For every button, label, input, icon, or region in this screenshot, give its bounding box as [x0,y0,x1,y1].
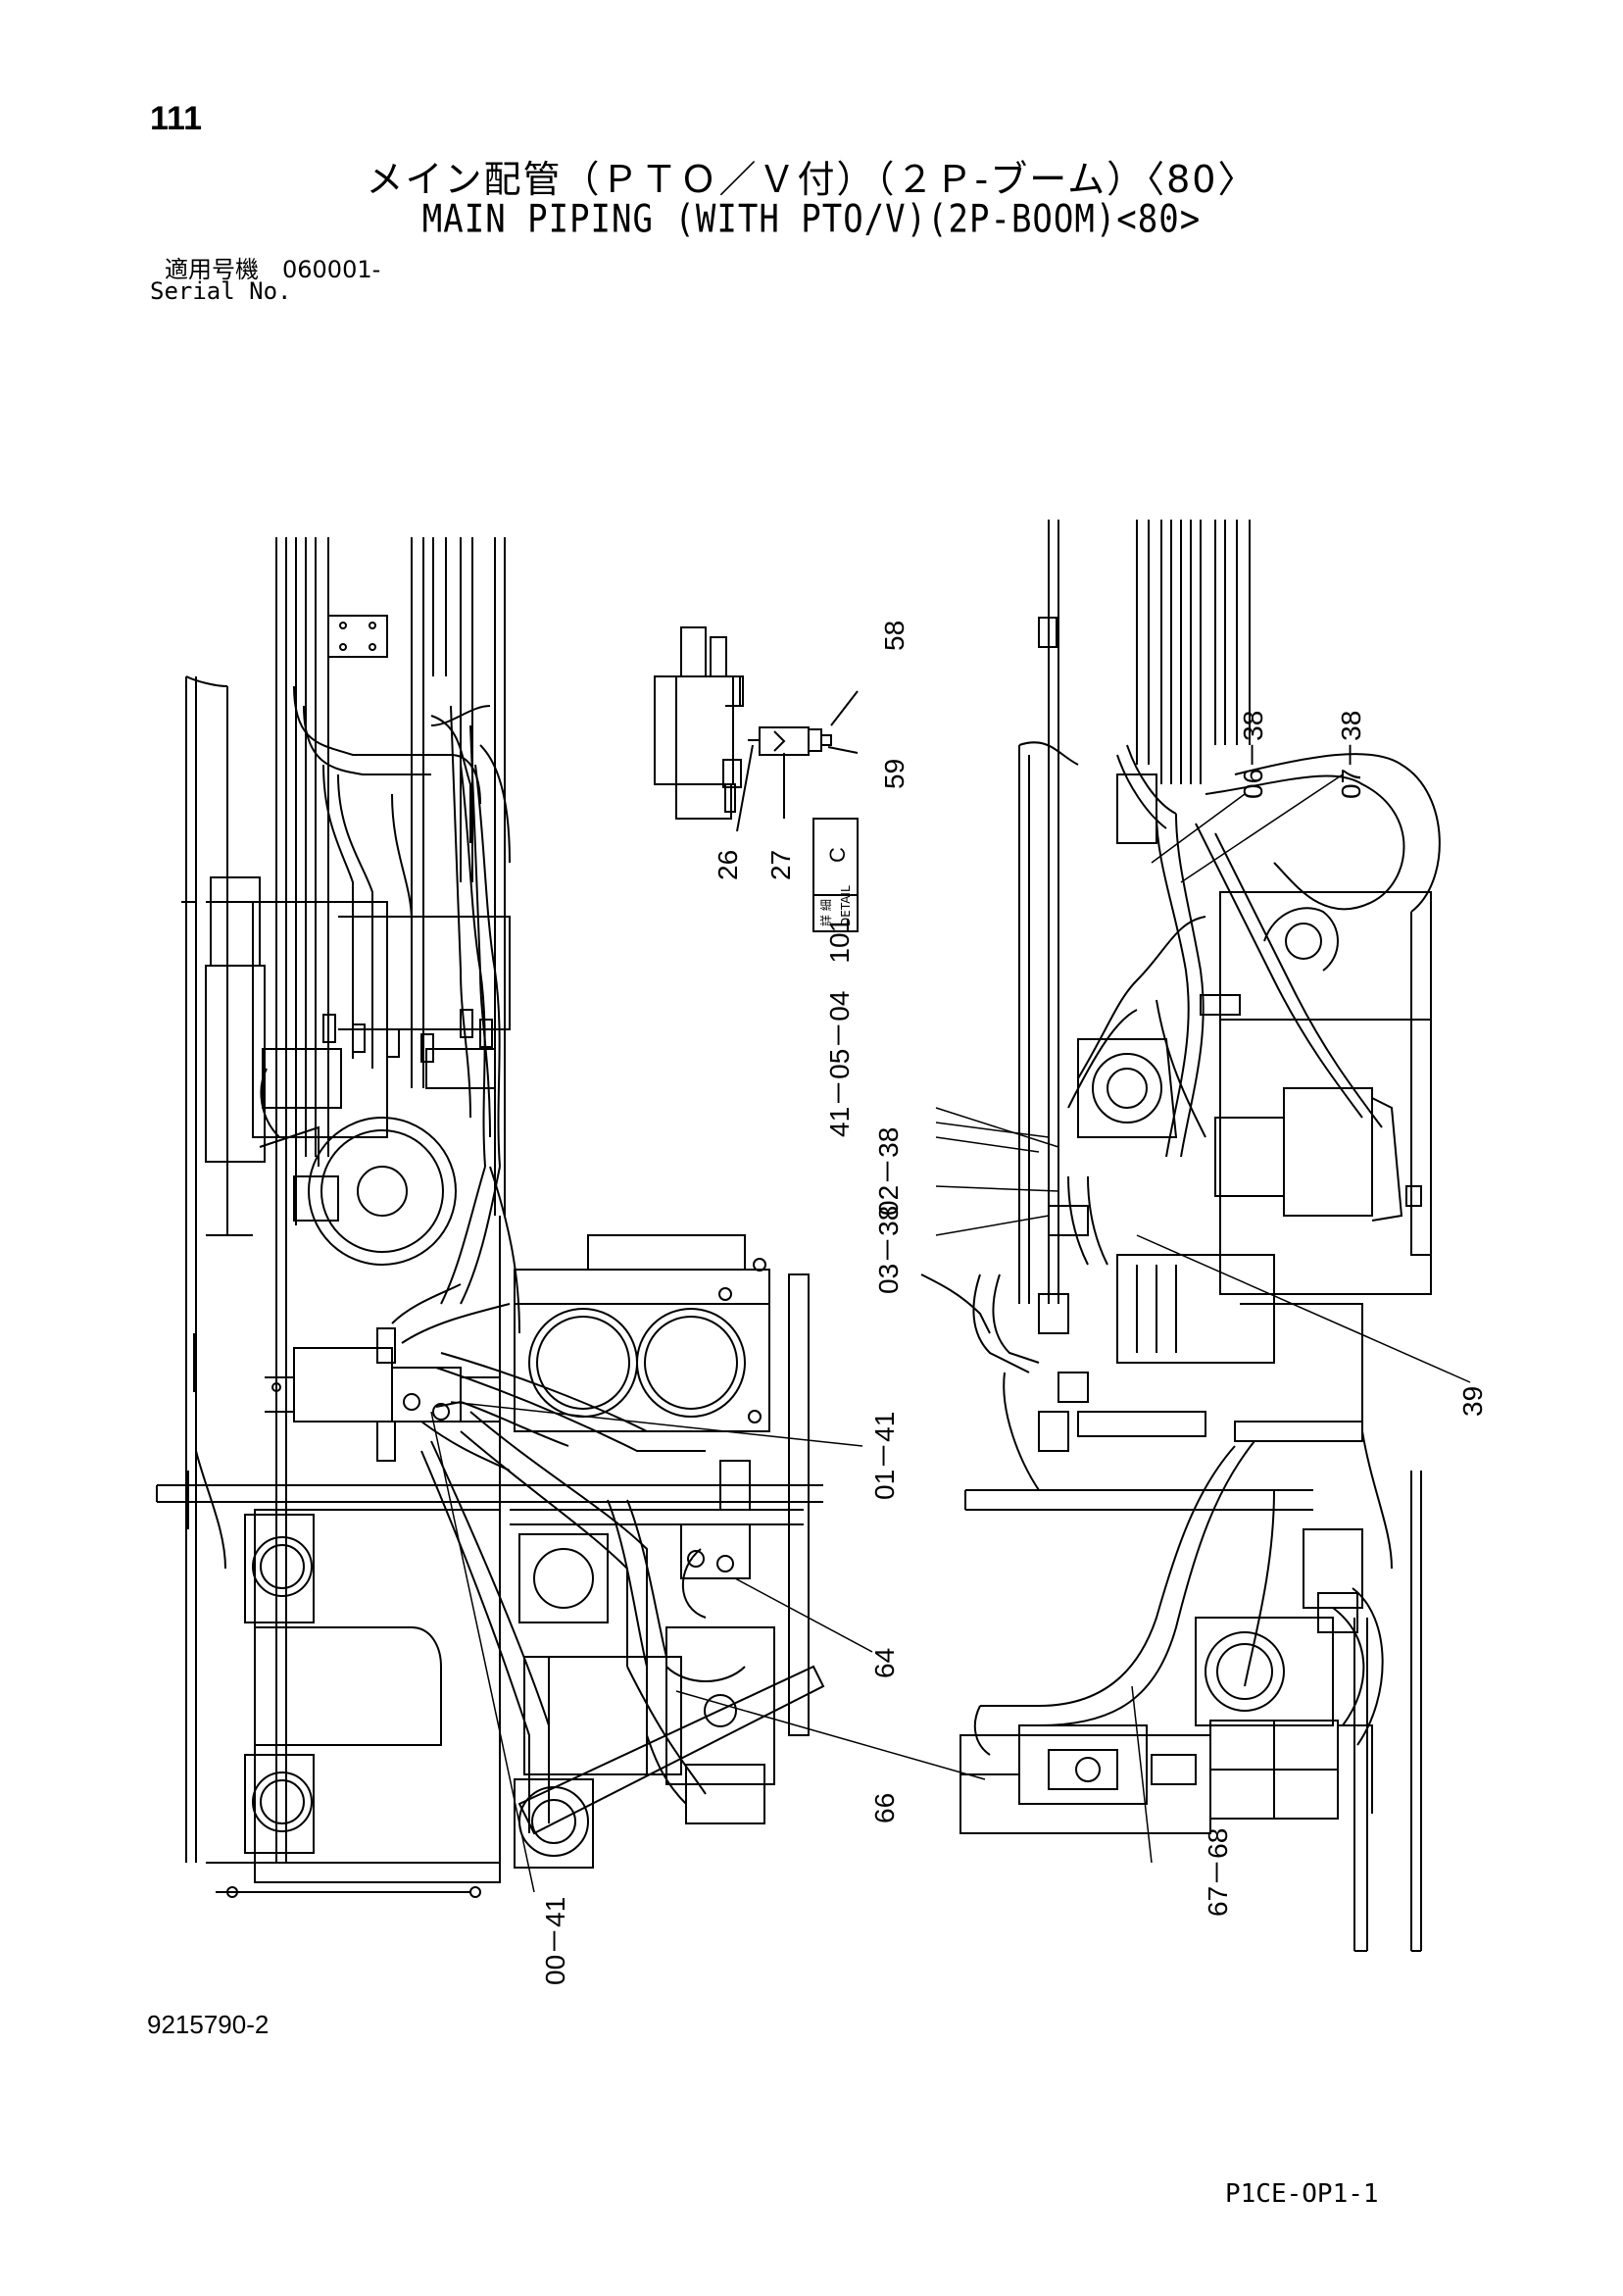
callout-01-41: 01－41 [869,1412,900,1500]
leader-lines [430,774,1471,1893]
detail-box-frame [812,818,859,932]
callout-64: 64 [869,1648,900,1678]
right-frame-rails [1048,520,1251,1304]
left-mount-block [327,615,388,658]
right-lower-hoses [973,1430,1393,1756]
right-center-valves [1038,1175,1275,1452]
left-crossmember [156,1273,823,1736]
right-boom-foot [1077,907,1339,1138]
left-hatch-lines [187,1333,226,1570]
right-upper-frame [1018,617,1177,1304]
serial-label-japanese: 適用号機 060001- [165,256,381,283]
left-motor-pair [514,1234,790,1432]
left-upper-plates [205,876,496,1163]
left-swing-motor [259,1117,457,1266]
left-hose-bundle [293,685,511,1138]
left-lower-frame [206,1509,501,1898]
left-control-valve [265,1327,501,1462]
serial-label-english: Serial No. [150,277,292,305]
detail-box-label-japanese: 詳 細 [818,899,833,926]
callout-06-38: 06－38 [1238,711,1268,799]
left-hose-assembly [440,764,520,1334]
page-title-english: MAIN PIPING (WITH PTO/V)(2P-BOOM)<80> [421,197,1202,242]
drawing-code: P1CE-OP1-1 [1225,2179,1379,2209]
left-pump [514,1460,825,1869]
page-number: 111 [150,100,202,137]
detail-box-letter: C [825,847,850,863]
detail-box-label-english: DETAIL [839,885,853,926]
left-frame-rails [185,537,506,1863]
callout-41-05-04-101: 41－05－04 101 [824,918,855,1137]
callout-58: 58 [879,621,910,651]
callout-labels: 58 59 26 27 06－38 07－38 41－05－04 101 02－… [540,621,1488,1985]
document-number: 9215790-2 [147,2010,270,2039]
detail-c-valve [654,626,859,932]
page-title-japanese: メイン配管（ＰＴＯ／Ｖ付）（２Ｐ-ブーム）〈80〉 [366,158,1257,201]
callout-26: 26 [713,850,743,880]
callout-02-38: 02－38 [873,1127,904,1216]
callout-27: 27 [765,850,796,880]
right-left-hoses [920,1273,1040,1491]
right-lower-frame [959,1720,1373,1834]
right-hose-loops [1067,753,1441,1158]
callout-03-38: 03－38 [873,1206,904,1294]
callout-07-38: 07－38 [1336,711,1366,799]
left-lower-hose-bundle [607,1499,707,1805]
callout-67-68: 67－68 [1203,1828,1233,1917]
right-crossmember [964,1303,1363,1511]
right-frame-vertical [1353,1471,1422,1952]
line-art [156,520,1471,1952]
right-lower-pump [1195,1528,1384,1746]
callout-59: 59 [879,759,910,789]
left-side-plate [181,675,511,1236]
callout-00-41: 00－41 [540,1897,570,1985]
callout-66: 66 [869,1793,900,1823]
right-vertical-bulkhead [1214,891,1432,1295]
callout-39: 39 [1457,1386,1488,1417]
